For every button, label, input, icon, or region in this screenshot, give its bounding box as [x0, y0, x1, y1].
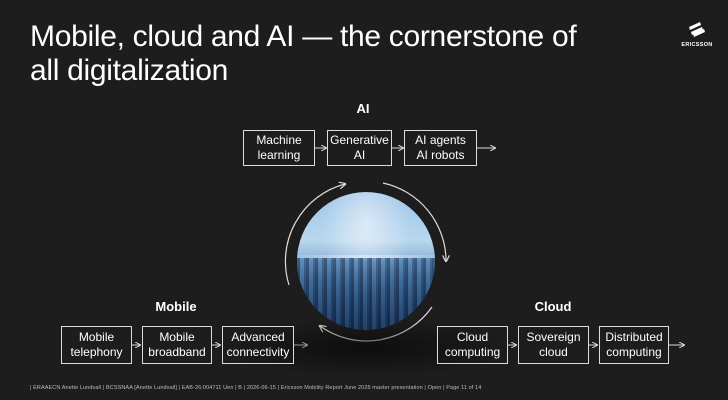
slide-title: Mobile, cloud and AI — the cornerstone o…: [30, 20, 590, 88]
logo-wordmark: ERICSSON: [680, 42, 714, 48]
globe-cityscape: [297, 258, 435, 330]
ai-box-ai-agents-robots: AI agents AI robots: [404, 130, 477, 166]
ai-box-generative-ai: Generative AI: [327, 130, 392, 166]
ai-group-label: AI: [323, 101, 403, 116]
cloud-group-label: Cloud: [513, 299, 593, 314]
mobile-box-telephony: Mobile telephony: [61, 326, 132, 364]
mobile-box-advanced-connectivity: Advanced connectivity: [222, 326, 294, 364]
mobile-box-broadband: Mobile broadband: [142, 326, 212, 364]
city-globe-image: [297, 192, 435, 330]
ericsson-logo-icon: [686, 20, 708, 40]
cloud-box-computing: Cloud computing: [437, 326, 508, 364]
mobile-group-label: Mobile: [136, 299, 216, 314]
slide-footer: | ERAAECN Anette Lundvall | BCSSNAA [Ane…: [30, 385, 481, 391]
cloud-box-distributed: Distributed computing: [599, 326, 669, 364]
ai-box-machine-learning: Machine learning: [243, 130, 315, 166]
cloud-box-sovereign: Sovereign cloud: [518, 326, 589, 364]
ericsson-logo: ERICSSON: [680, 20, 714, 52]
